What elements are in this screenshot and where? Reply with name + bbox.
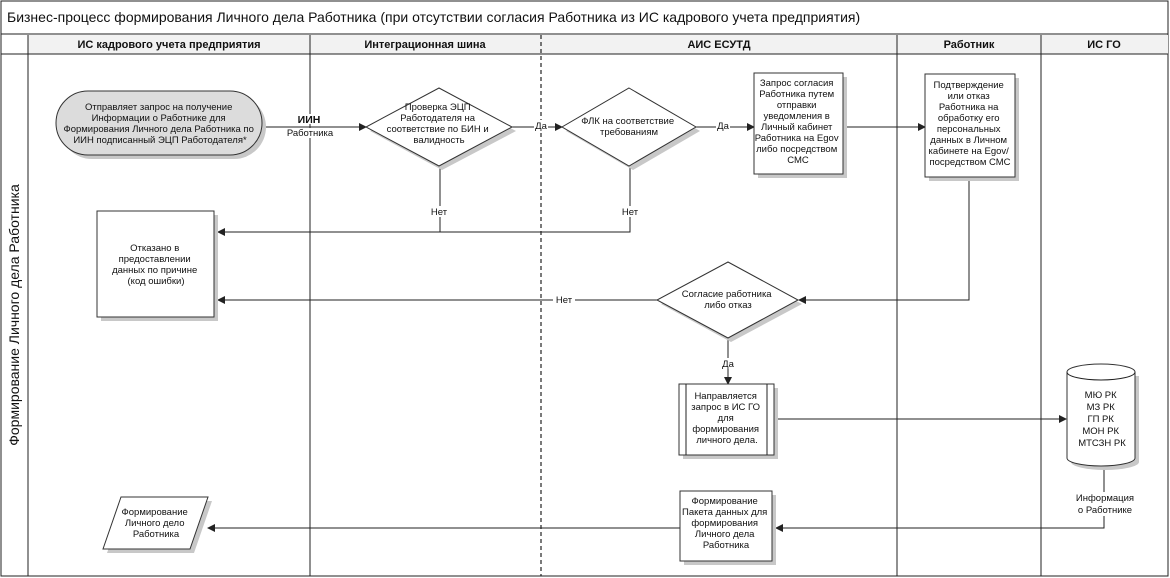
consent-request-text: Запрос согласия Работника путем отправки… [755,78,841,166]
confirmation-text: Подтверждение или отказ Работника на обр… [929,80,1012,168]
result-text: Формирование Личного дело Работника [122,507,191,540]
edge-label-employee: Работника [287,128,334,139]
check-eds-text: Проверка ЭЦП Работодателя на соответстви… [387,102,492,146]
lane-header-band [28,35,1168,54]
edge-label-bg [553,294,575,305]
side-label: Формирование Личного дела Работника [6,184,22,446]
package-box: Формирование Пакета данных для формирова… [679,490,776,565]
diagram-title: Бизнес-процесс формирования Личного дела… [7,9,860,25]
check-eds-decision: Проверка ЭЦП Работодателя на соответстви… [364,87,516,170]
edge-label-bg [286,128,334,138]
consent-decision: Согласие работника либо отказ [655,261,802,342]
edge-label-bg [428,206,450,217]
edge-label-no-1: Нет [431,207,448,218]
edge-label-bg [721,358,735,369]
edge-label-info-1: Информация [1076,493,1134,504]
edge-label-iin: ИИН [298,114,321,126]
edge-label-no-3: Нет [556,295,573,306]
refused-box: Отказано в предоставлении данных по прич… [96,210,218,321]
confirmation-box: Подтверждение или отказ Работника на обр… [924,73,1019,181]
edge-label-no-2: Нет [622,207,639,218]
edge-gov-db-to-package [775,466,1105,532]
edge-label-bg [294,114,322,124]
lane-header-ais-esutd: АИС ЕСУТД [687,39,750,51]
refused-text: Отказано в предоставлении данных по прич… [112,243,200,287]
edge-label-bg [1074,492,1136,516]
send-request-text: Направляется запрос в ИС ГО для формиров… [691,391,762,446]
lane-header-integration-bus: Интеграционная шина [364,39,486,51]
edge-label-bg [534,120,548,131]
send-request-box: Направляется запрос в ИС ГО для формиров… [678,383,778,459]
lane-header-employee: Работник [944,39,995,51]
consent-decision-text: Согласие работника либо отказ [682,289,774,311]
edge-label-info-2: о Работнике [1078,505,1132,516]
flk-text: ФЛК на соответствие требованиям [581,116,677,138]
edge-label-bg [716,120,730,131]
start-text: Отправляет запрос на получение Информаци… [63,102,256,146]
edge-label-bg [619,206,641,217]
package-text: Формирование Пакета данных для формирова… [682,496,770,551]
consent-request-box: Запрос согласия Работника путем отправки… [753,72,847,178]
edge-flk-no-to-refused [440,165,631,233]
edge-label-yes-1: Да [535,121,547,132]
gov-database-cylinder: МЮ РК МЗ РК ГП РК МОН РК МТСЗН РК [1066,363,1139,470]
lane-header-is-go: ИС ГО [1087,39,1121,51]
gov-database-text: МЮ РК МЗ РК ГП РК МОН РК МТСЗН РК [1078,390,1126,449]
edge-confirmation-to-decision [798,177,970,304]
lane-header-hr-system: ИС кадрового учета предприятия [77,39,260,51]
edge-label-yes-3: Да [722,359,734,370]
flk-decision: ФЛК на соответствие требованиям [561,87,700,170]
edge-label-yes-2: Да [717,121,729,132]
start-terminator: Отправляет запрос на получение Информаци… [55,90,266,159]
result-data-shape: Формирование Личного дело Работника [102,496,212,553]
